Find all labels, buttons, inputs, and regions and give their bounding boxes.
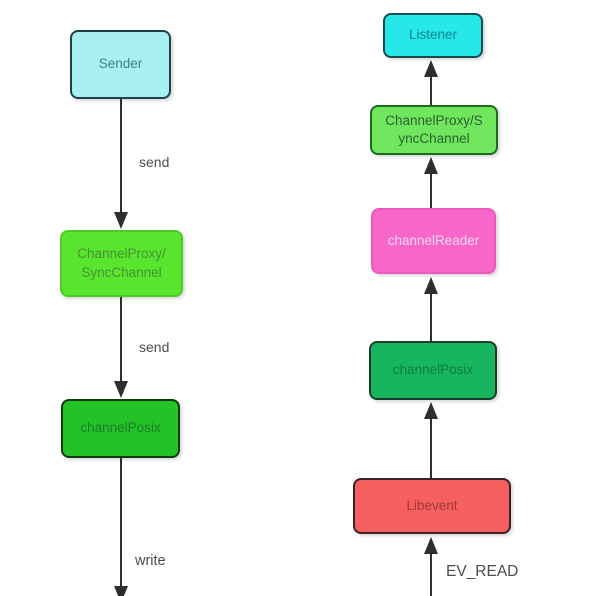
- node-channelreader: channelReader: [371, 208, 496, 274]
- node-channelproxy-syncchannel-left: ChannelProxy/ SyncChannel: [60, 230, 183, 297]
- arrow-line-sender-to-syncchannel: [120, 99, 122, 213]
- node-listener: Listener: [383, 13, 483, 58]
- node-channelreader-label: channelReader: [387, 232, 480, 248]
- node-libevent: Libevent: [353, 478, 511, 534]
- arrowhead-up-icon: [424, 277, 438, 294]
- arrow-line-channelreader-to-syncchannel: [430, 172, 432, 208]
- node-channelposix-right-label: channelPosix: [392, 362, 474, 378]
- node-sender-label: Sender: [98, 56, 143, 72]
- node-listener-label: Listener: [408, 27, 458, 43]
- arrowhead-up-icon: [424, 60, 438, 77]
- arrowhead-up-icon: [424, 402, 438, 419]
- node-channelproxy-syncchannel-left-label: ChannelProxy/ SyncChannel: [77, 246, 166, 280]
- arrow-line-syncchannel-to-listener: [430, 75, 432, 105]
- arrow-line-channelposix-to-channelreader: [430, 292, 432, 341]
- arrow-line-libevent-to-channelposix: [430, 417, 432, 478]
- node-sender: Sender: [70, 30, 171, 99]
- node-channelproxy-syncchannel-right-label: ChannelProxy/S yncChannel: [385, 112, 483, 146]
- node-channelproxy-syncchannel-right: ChannelProxy/S yncChannel: [370, 105, 498, 155]
- node-channelposix-left-label: channelPosix: [80, 420, 161, 436]
- edge-label-send-2: send: [139, 339, 170, 355]
- arrowhead-down-icon: [114, 586, 128, 596]
- arrowhead-up-icon: [424, 537, 438, 554]
- edge-label-ev-read: EV_READ: [446, 563, 519, 580]
- edge-label-write: write: [135, 553, 166, 569]
- arrow-line-syncchannel-to-channelposix: [120, 297, 122, 383]
- node-channelposix-right: channelPosix: [369, 341, 497, 400]
- arrow-line-channelposix-write: [120, 458, 122, 588]
- edge-label-send-1: send: [139, 154, 170, 170]
- arrowhead-down-icon: [114, 212, 128, 229]
- arrow-line-evread-to-libevent: [430, 552, 432, 596]
- node-libevent-label: Libevent: [406, 497, 458, 513]
- node-channelposix-left: channelPosix: [61, 399, 180, 458]
- arrowhead-down-icon: [114, 381, 128, 398]
- arrowhead-up-icon: [424, 157, 438, 174]
